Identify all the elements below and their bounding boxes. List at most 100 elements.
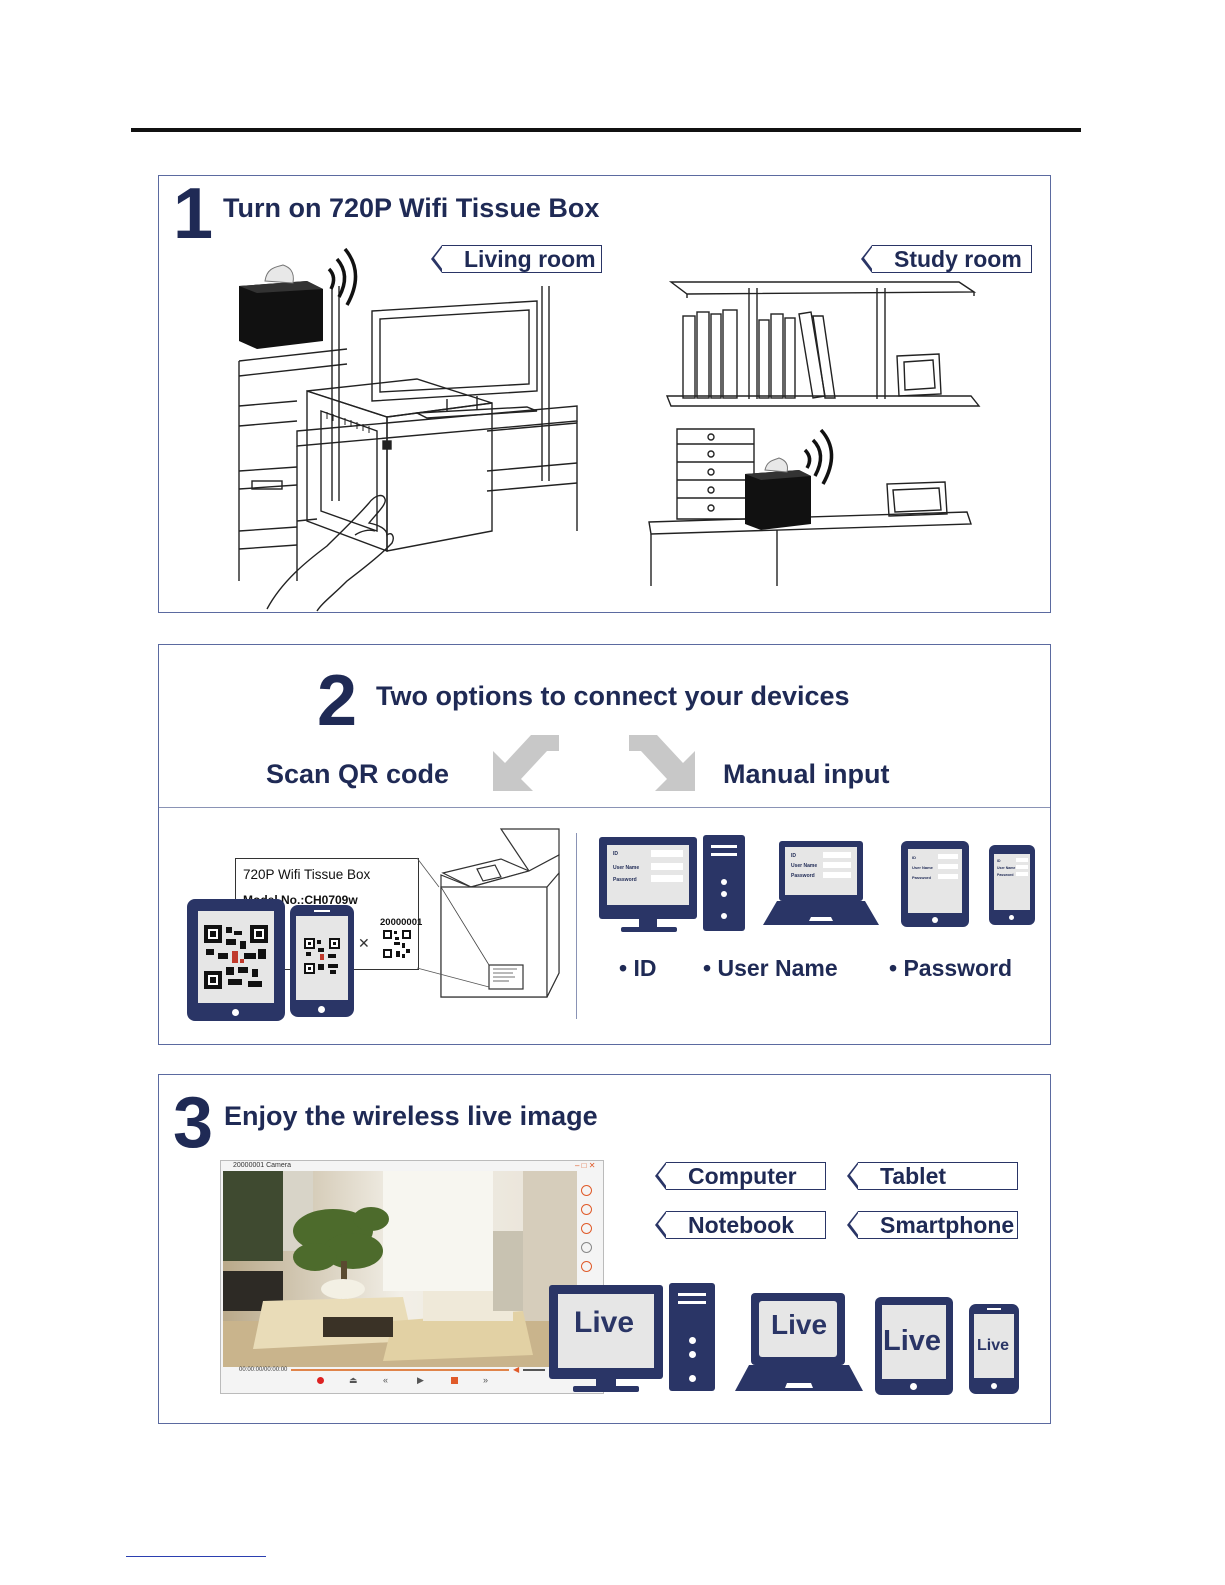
desktop-form-screen: ID User Name Password [607,845,689,905]
smartphone-live: Live [969,1304,1019,1394]
option-manual-input: Manual input [723,759,890,789]
recycle-bin-icon: ✕ [358,935,370,951]
form-label-user: User Name [613,865,640,871]
tablet-home-button [232,1009,239,1016]
form-field-password [651,875,683,882]
laptop-base [763,901,879,925]
monitor-neck [639,919,657,927]
computer-tower-live [669,1283,715,1391]
tag-computer: Computer [655,1161,826,1190]
eject-button[interactable]: ⏏ [349,1375,358,1385]
notebook-live-label: Live [771,1309,828,1340]
record-button[interactable] [317,1377,324,1384]
qr-code-icon [204,925,268,989]
form-field-id [651,850,683,857]
living-room-live-image [223,1171,577,1367]
tag-study-room: Study room [861,244,1032,273]
phone-label-id: ID [997,859,1001,863]
form-label-id: ID [613,851,618,857]
bullet-user-name-text: User Name [717,955,838,981]
phone-speaker [314,910,330,912]
form-field-user [651,863,683,870]
bullet-id-text: ID [633,955,657,981]
info-icon[interactable] [581,1204,592,1215]
phone-form: ID User Name Password [989,845,1035,925]
step3-number: 3 [173,1083,213,1163]
step3-panel: 3 Enjoy the wireless live image Computer… [158,1074,1051,1424]
tag-living-room: Living room [431,244,602,273]
tablet-live-label: Live [883,1325,942,1357]
player-progress-bar[interactable] [291,1369,509,1371]
tablet-form-screen: ID User Name Password [908,849,962,913]
step2-number: 2 [317,661,357,741]
camera-icon[interactable] [581,1242,592,1253]
connector-lines [416,857,490,988]
smartphone-live-screen: Live [974,1314,1014,1378]
arrow-down-right-icon [629,735,695,791]
step1-panel: 1 Turn on 720P Wifi Tissue Box Living ro… [158,175,1051,613]
laptop-form: ID User Name Password [779,841,863,901]
notebook-live-base [735,1365,863,1391]
laptop-form-screen: ID User Name Password [785,847,857,895]
arrow-down-left-icon [493,735,559,791]
tag-smartphone: Smartphone [847,1210,1018,1239]
rewind-button[interactable]: « [383,1375,389,1385]
tag-notebook: Notebook [655,1210,826,1239]
zoom-in-icon[interactable] [581,1261,592,1272]
computer-live-label: Live [574,1306,635,1339]
desktop-monitor-form: ID User Name Password [599,837,697,919]
notebook-live: Live [751,1293,845,1365]
column-divider [576,833,577,1019]
notebook-live-screen: Live [759,1301,837,1357]
label-serial: 20000001 [380,917,423,928]
laptop-label-id: ID [791,853,796,859]
tablet-qr-device [187,899,285,1021]
bullet-user-name: • User Name [703,955,838,981]
laptop-label-user: User Name [791,863,818,869]
step2-panel: 2 Two options to connect your devices Sc… [158,644,1051,1045]
tablet-live-screen: Live [882,1305,946,1379]
phone-qr-device [290,905,354,1017]
player-title: 20000001 Camera [233,1162,291,1169]
footer-link-line [126,1556,266,1557]
top-rule [131,128,1081,132]
play-button[interactable]: ▶ [417,1375,424,1385]
volume-icon[interactable]: ◀ [513,1365,520,1374]
bullet-id: • ID [619,955,657,981]
player-side-toolbar [581,1185,593,1280]
tablet-label-user: User Name [912,865,933,870]
settings-icon[interactable] [581,1185,592,1196]
smartphone-live-label: Live [977,1337,1010,1354]
tablet-label-password: Password [912,875,931,880]
step3-title: Enjoy the wireless live image [224,1101,598,1131]
living-room-illustration [238,247,578,612]
tablet-form: ID User Name Password [901,841,969,927]
section-divider [159,807,1050,808]
stop-button[interactable] [451,1377,458,1384]
window-controls-icon[interactable]: – □ ✕ [575,1161,596,1170]
phone-qr-screen [296,916,348,1000]
form-label-password: Password [613,877,637,883]
volume-slider[interactable] [523,1369,545,1371]
study-room-illustration [648,281,981,586]
live-player-window: 20000001 Camera – □ ✕ [220,1160,604,1394]
player-time: 00:00:00/00:00:00 [239,1367,288,1373]
option-scan-qr: Scan QR code [266,759,450,789]
live-monitor-neck [596,1379,616,1387]
package-box-illustration [440,828,560,998]
monitor-stand [621,927,677,932]
label-product-title: 720P Wifi Tissue Box [243,867,371,882]
label-qr-code-icon [382,929,412,959]
tablet-label-id: ID [912,855,916,860]
refresh-icon[interactable] [581,1223,592,1234]
phone-home-button [318,1006,325,1013]
bullet-password: • Password [889,955,1013,981]
tablet-live: Live [875,1297,953,1395]
live-monitor-stand [573,1386,639,1392]
tablet-qr-screen [198,911,274,1003]
qr-code-small-icon [304,938,340,974]
computer-live-screen: Live [558,1294,654,1368]
phone-label-user: User Name [997,866,1016,870]
laptop-label-password: Password [791,873,815,879]
fast-forward-button[interactable]: » [483,1375,489,1385]
